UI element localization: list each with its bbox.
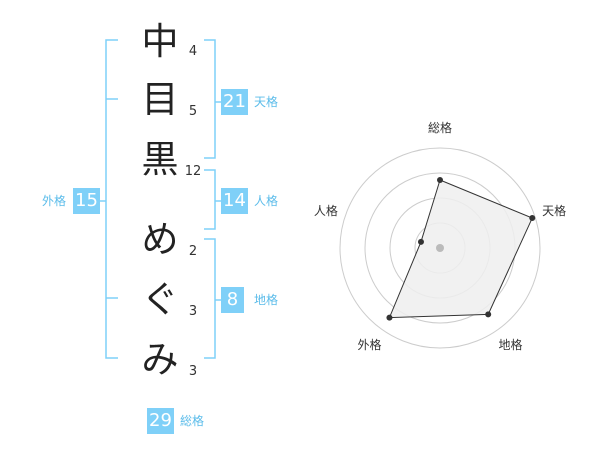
name-char-2: 目 (141, 78, 179, 121)
stroke-count-6: 3 (188, 364, 198, 379)
stroke-count-4: 2 (188, 244, 198, 259)
tenkaku-label: 天格 (254, 95, 279, 109)
gaikaku-bracket (105, 39, 118, 359)
name-char-4: め (141, 218, 179, 261)
radar-axis-label-4: 外格 (357, 337, 381, 352)
radar-axis-label-5: 人格 (314, 203, 338, 218)
chikaku-label: 地格 (254, 293, 279, 307)
stroke-count-1: 4 (188, 44, 198, 59)
gaikaku-value-badge: 15 (73, 188, 100, 214)
radar-point-1 (437, 177, 443, 183)
soukaku-value-badge: 29 (147, 408, 174, 434)
gaikaku-label: 外格 (42, 194, 67, 208)
chikaku-value-badge: 8 (221, 287, 244, 313)
radar-axis-label-1: 総格 (428, 120, 452, 135)
stroke-count-3: 12 (184, 164, 202, 179)
jinkaku-bracket (204, 169, 216, 230)
jinkaku-label: 人格 (254, 194, 279, 208)
radar-point-3 (485, 311, 492, 318)
radar-point-2 (529, 215, 536, 222)
tenkaku-bracket (204, 39, 216, 159)
name-char-5: ぐ (141, 278, 179, 321)
radar-center-dot (436, 244, 444, 252)
jinkaku-value-badge: 14 (221, 188, 248, 214)
radar-axis-label-3: 地格 (499, 337, 523, 352)
name-char-1: 中 (141, 20, 179, 63)
soukaku-label: 総格 (180, 414, 205, 428)
radar-axis-label-2: 天格 (542, 203, 566, 218)
stroke-count-2: 5 (188, 104, 198, 119)
name-char-6: み (141, 338, 179, 381)
radar-grid-ring (339, 147, 541, 349)
radar-area (388, 179, 533, 319)
tenkaku-value-badge: 21 (221, 89, 248, 115)
chikaku-bracket (204, 238, 216, 359)
stroke-count-5: 3 (188, 304, 198, 319)
name-char-3: 黒 (141, 138, 179, 181)
radar-point-5 (417, 238, 424, 245)
radar-point-4 (386, 314, 393, 321)
